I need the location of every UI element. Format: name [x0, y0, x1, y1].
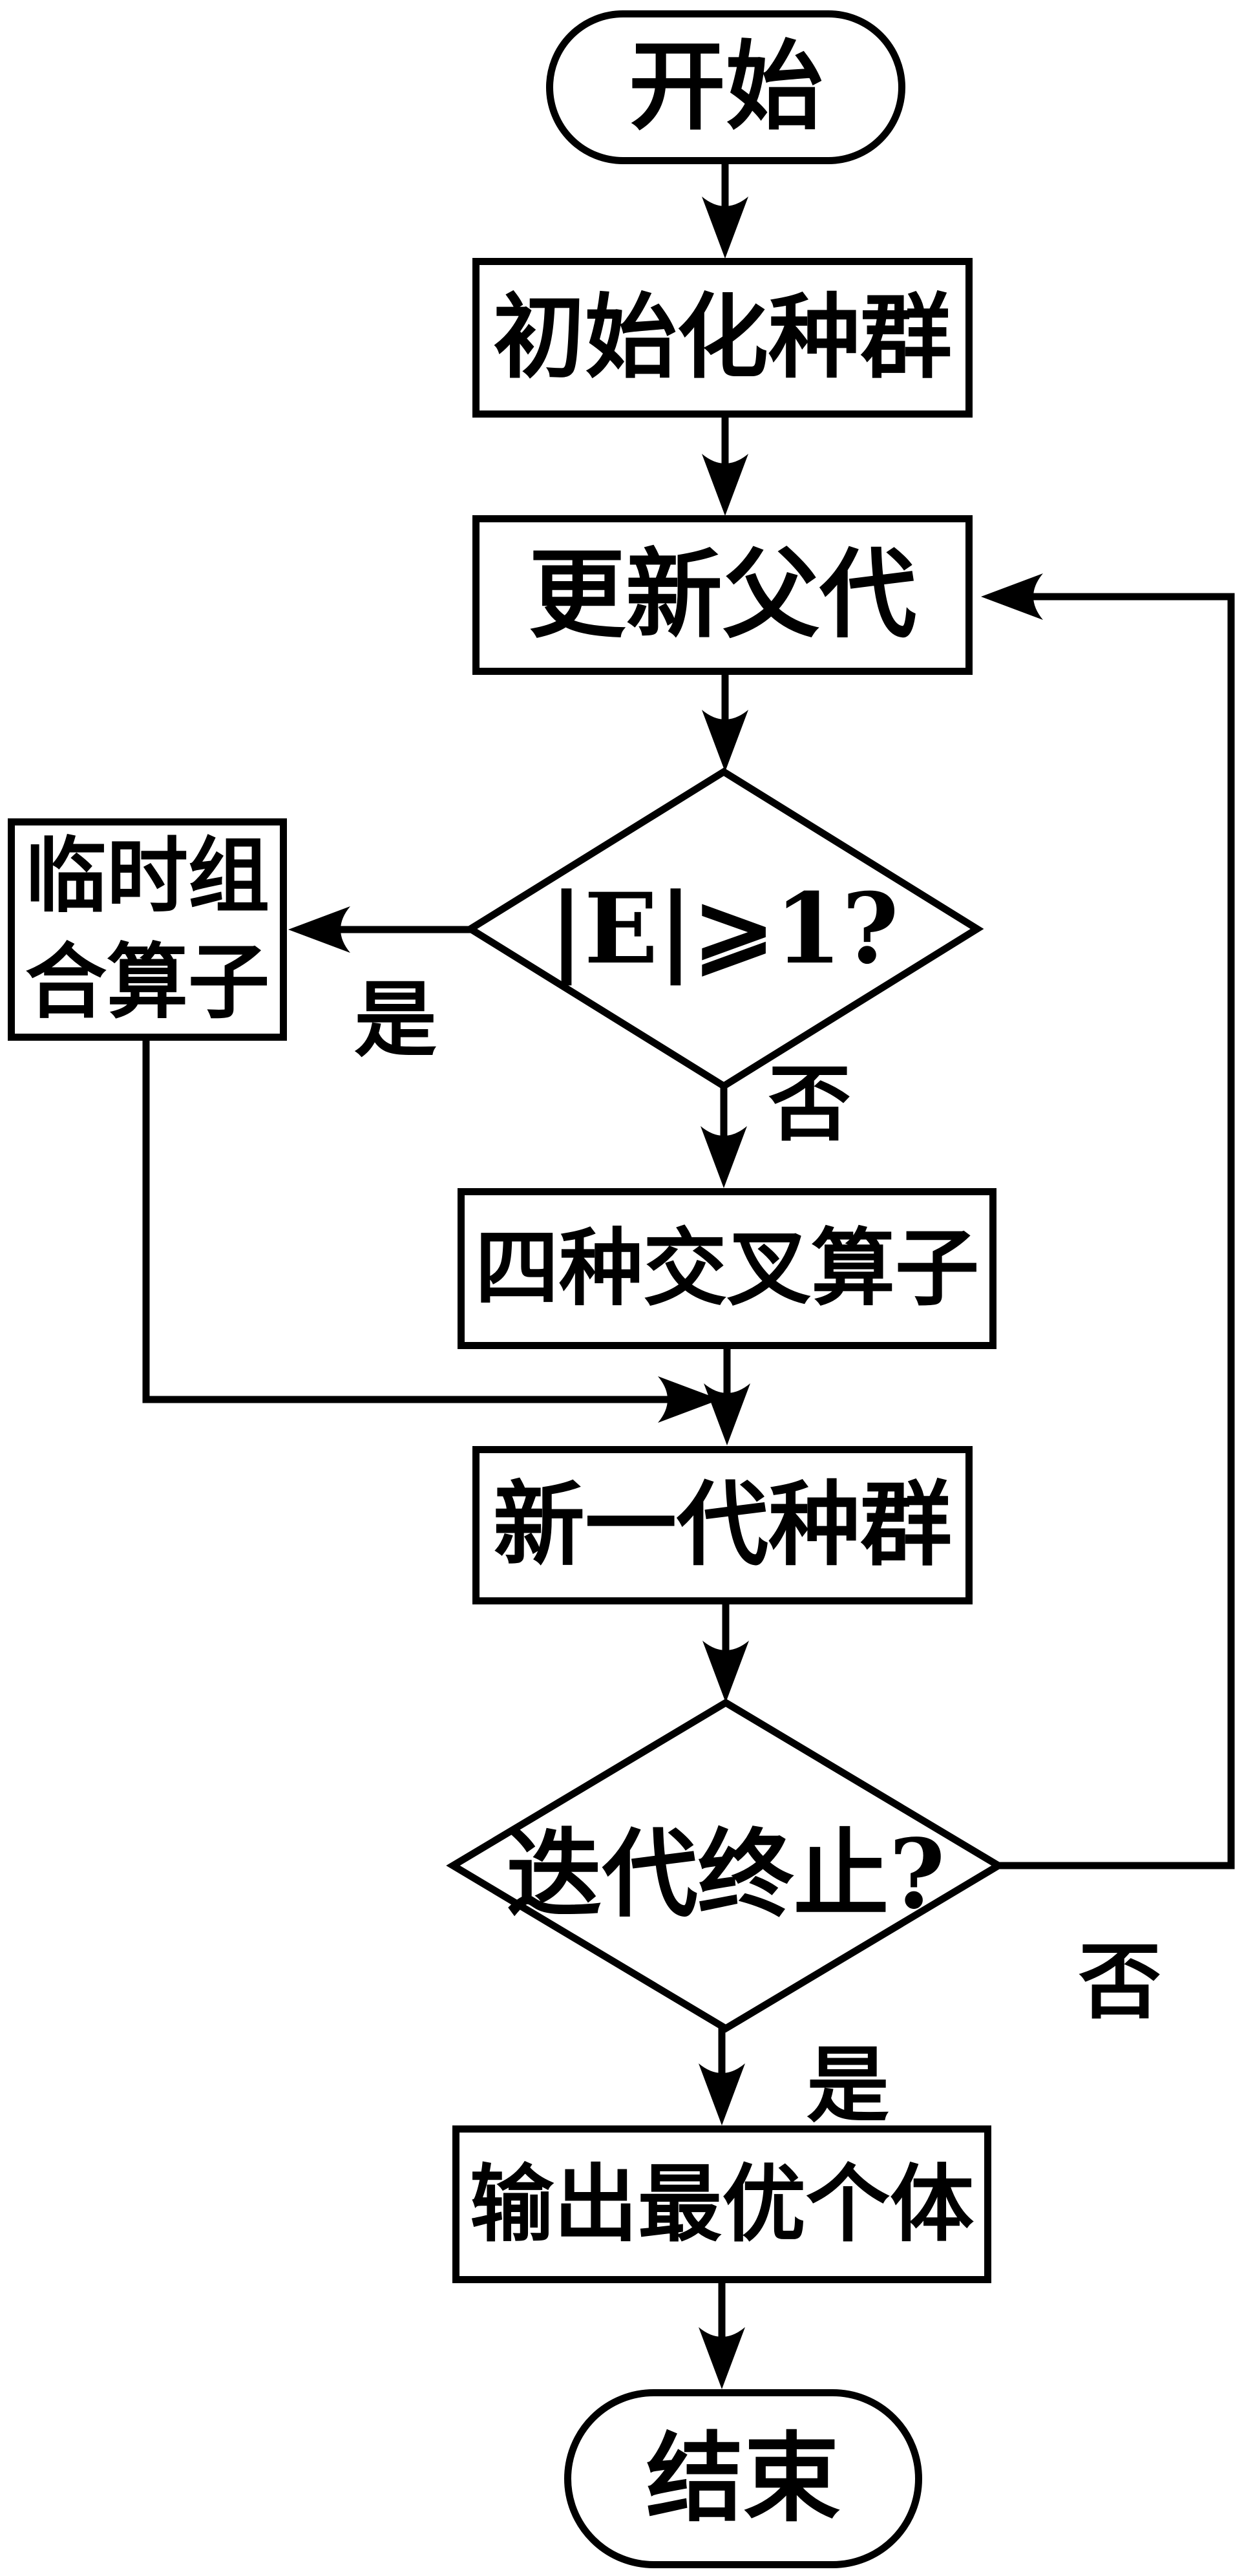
edge-label-yes-echeck: 是	[353, 972, 438, 1069]
edge-temp-to-newgen	[142, 1038, 680, 1403]
edge-label-no-echeck: 否	[768, 1056, 852, 1153]
edge-termcheck-to-update-loop	[997, 593, 1235, 1869]
node-end: 结束	[564, 2389, 922, 2568]
node-start: 开始	[546, 10, 905, 164]
arrowhead-into-end	[699, 2327, 745, 2389]
node-init-population: 初始化种群	[472, 258, 973, 418]
node-end-label: 结束	[646, 2421, 840, 2535]
arrowhead-into-termcheck	[702, 1641, 749, 1703]
decision-e-size-check-shape	[463, 767, 984, 1091]
node-new-generation-label: 新一代种群	[493, 1471, 952, 1579]
arrowhead-into-temp	[288, 906, 350, 953]
arrowhead-into-init	[702, 197, 748, 259]
arrowhead-merge-right	[658, 1376, 720, 1423]
node-start-label: 开始	[628, 30, 823, 144]
node-update-parents: 更新父代	[472, 515, 973, 675]
node-update-parents-label: 更新父代	[528, 537, 916, 652]
decision-iteration-terminate-shape	[446, 1698, 1006, 2033]
node-output-best-individual: 输出最优个体	[452, 2125, 991, 2283]
node-new-generation: 新一代种群	[472, 1446, 973, 1604]
edge-label-no-termcheck: 否	[1078, 1933, 1162, 2030]
node-temp-combination-operator: 临时组合算子	[8, 818, 287, 1041]
arrowhead-into-echeck	[702, 710, 748, 772]
arrowhead-into-output	[699, 2063, 745, 2125]
node-temp-combination-operator-label: 临时组合算子	[25, 828, 269, 1030]
node-four-crossover-operators-label: 四种交叉算子	[474, 1219, 979, 1318]
node-four-crossover-operators: 四种交叉算子	[458, 1188, 996, 1349]
node-output-best-individual-label: 输出最优个体	[469, 2154, 974, 2253]
edge-label-yes-termcheck: 是	[806, 2037, 890, 2134]
arrowhead-into-crossover	[701, 1126, 747, 1188]
arrowhead-into-update	[702, 454, 748, 516]
node-init-population-label: 初始化种群	[493, 283, 952, 391]
arrowhead-loop-into-update	[981, 573, 1043, 620]
